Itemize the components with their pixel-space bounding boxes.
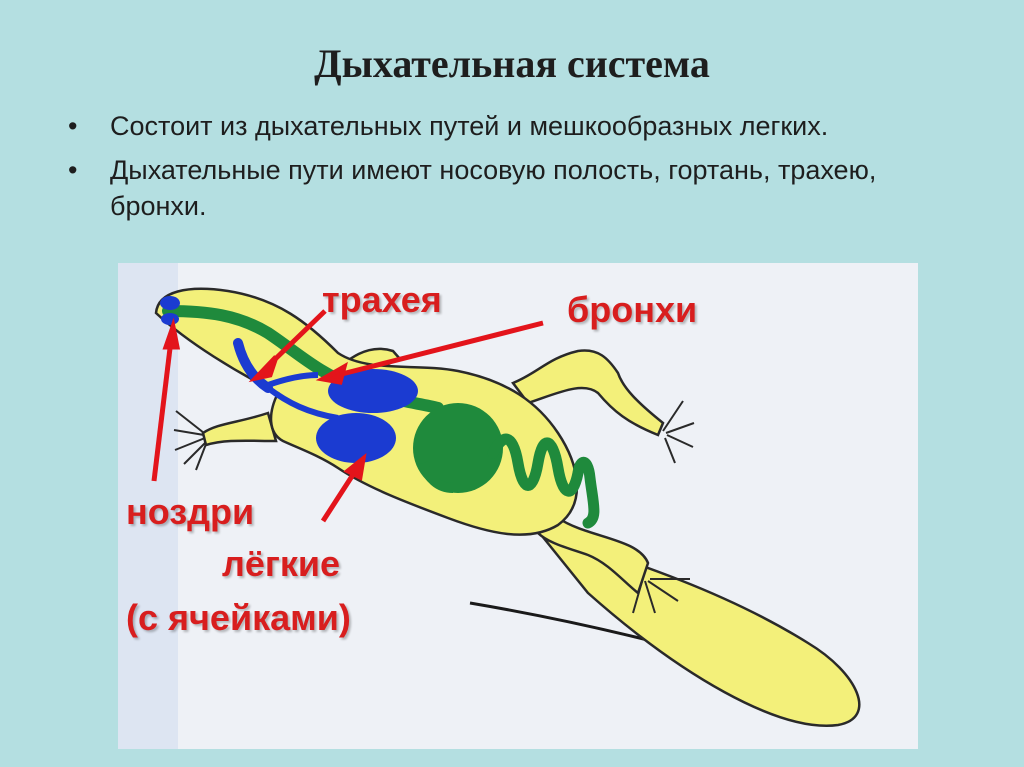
front-leg-left [201,411,278,447]
callout-arrows [151,309,544,523]
lungs-arrow [320,468,359,523]
rear-leg-upper [511,349,665,437]
liver-lobe [418,461,454,493]
label-lungs: лёгкие [222,543,341,584]
trachea [233,338,273,393]
trachea-arrowhead [248,355,279,383]
bullet-item: • Состоит из дыхательных путей и мешкооб… [60,108,960,144]
lizard-diagram: трахея бронхи ноздри лёгкие (с ячейками) [118,263,918,749]
label-lungs-note: (с ячейками) [126,597,351,638]
bullet-dot: • [68,155,78,185]
rear-upper-toes [662,400,695,464]
tail [534,528,861,727]
stomach [413,403,503,493]
trachea-arrow [266,309,327,368]
bullet-text: Дыхательные пути имеют носовую полость, … [110,155,877,221]
bullet-text: Состоит из дыхательных путей и мешкообра… [110,111,829,141]
bronchi-arrow [337,320,544,378]
bronchus-lower [266,385,339,421]
bronchus-upper [267,372,319,388]
label-nostrils: ноздри [126,491,255,532]
nostril-lower [161,313,179,325]
lizard-illustration [118,263,861,749]
bronchi-arrowhead [315,361,348,385]
lung-upper [328,369,418,413]
bullet-item: • Дыхательные пути имеют носовую полость… [60,152,960,224]
intestine [487,433,600,529]
front-left-toes [173,410,207,471]
bullet-list: • Состоит из дыхательных путей и мешкооб… [60,108,960,232]
label-trachea: трахея [322,279,442,320]
lungs-arrowhead [343,452,367,481]
nostrils-arrow [151,339,174,482]
nostril-upper [160,296,180,310]
label-bronchi: бронхи [567,289,698,330]
bullet-dot: • [68,111,78,141]
lung-lower [316,413,396,463]
rear-lower-toes [632,577,690,614]
rear-leg-lower [536,516,650,596]
slide-title: Дыхательная система [314,41,710,86]
nostrils-arrowhead [162,317,181,350]
